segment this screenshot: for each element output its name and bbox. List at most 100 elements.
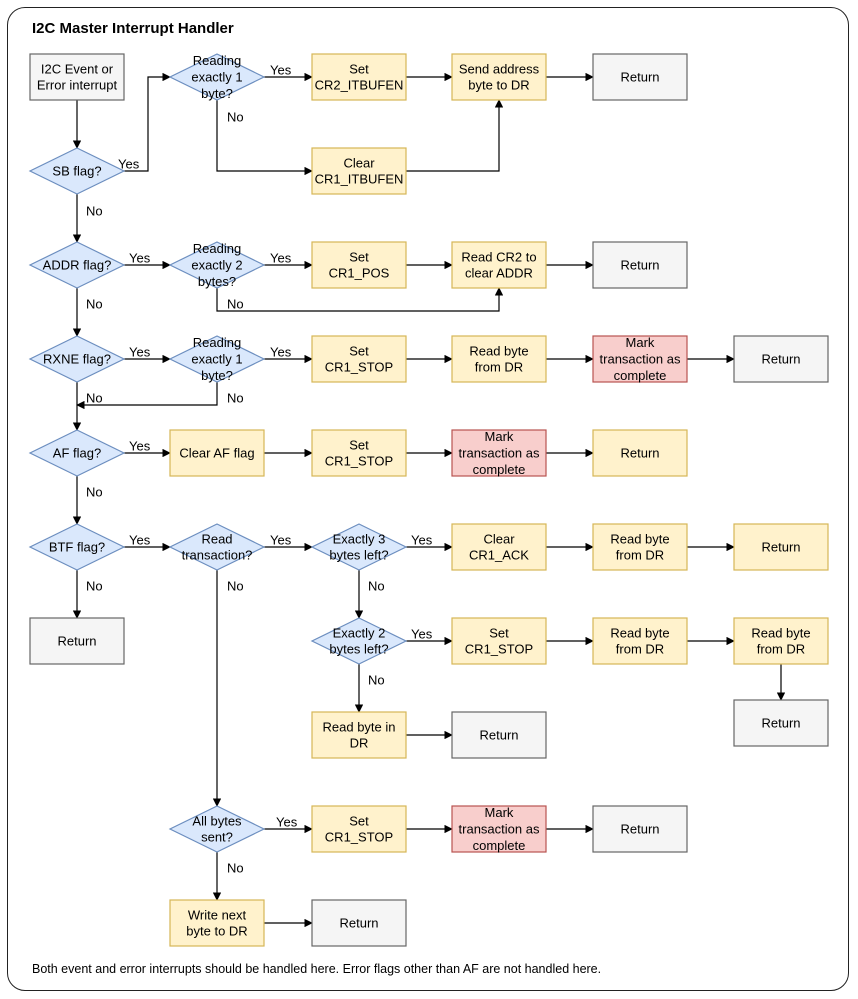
node-read_tx-label: Read: [201, 532, 232, 547]
node-ret8-shape: [451, 711, 547, 759]
node-write_next-label: byte to DR: [186, 924, 247, 939]
node-mark2-label: complete: [473, 462, 526, 477]
node-clr_ack-label: CR1_ACK: [469, 548, 529, 563]
node-set_stop1-label: CR1_STOP: [325, 360, 393, 375]
node-ret9-label: Return: [620, 822, 659, 837]
node-clr_itbufen-label: CR1_ITBUFEN: [315, 172, 404, 187]
node-ret6-shape: [29, 617, 125, 665]
node-ret10-shape: [311, 899, 407, 947]
node-sb-shape: [28, 147, 126, 195]
node-ex3-shape: [310, 523, 408, 571]
node-ret8: Return: [451, 711, 547, 759]
node-read_cr2-shape: [451, 241, 547, 289]
node-rxne-shape: [28, 335, 126, 383]
node-mark3-label: complete: [473, 838, 526, 853]
node-read_dr2-label: from DR: [616, 548, 664, 563]
node-r1-label: byte?: [201, 86, 233, 101]
edge-label-sb-addr: No: [86, 204, 103, 219]
edge-label-r1-clr: No: [227, 110, 244, 125]
node-addr: ADDR flag?: [28, 241, 126, 289]
node-read_dr4-shape: [733, 617, 829, 665]
node-ret1: Return: [592, 53, 688, 101]
edge-label-af-clr: Yes: [129, 439, 151, 454]
node-mark3-label: Mark: [485, 805, 514, 820]
node-r3-label: byte?: [201, 368, 233, 383]
node-write_next-shape: [169, 899, 265, 947]
node-all_sent-shape: [168, 805, 266, 853]
node-read_cr2-label: clear ADDR: [465, 266, 533, 281]
edge-label-btf-ret6: No: [86, 579, 103, 594]
edge-r3-af: [76, 382, 218, 410]
node-ret4: Return: [592, 429, 688, 477]
node-ex2-shape: [310, 617, 408, 665]
node-addr-shape: [28, 241, 126, 289]
node-ret5-label: Return: [761, 540, 800, 555]
node-ret2-shape: [592, 241, 688, 289]
node-read_in_dr-label: DR: [350, 736, 369, 751]
node-set_pos-shape: [311, 241, 407, 289]
node-ret1-shape: [592, 53, 688, 101]
node-ret9: Return: [592, 805, 688, 853]
node-clr_ack-label: Clear: [483, 532, 515, 547]
node-r1-label: Reading: [193, 53, 241, 68]
node-read_in_dr-label: Read byte in: [323, 720, 396, 735]
edge-label-readtx-ex3: Yes: [270, 533, 292, 548]
node-r1-label: exactly 1: [191, 70, 242, 85]
node-r2-label: exactly 2: [191, 258, 242, 273]
node-mark1-label: transaction as: [600, 352, 681, 367]
node-set_stop1-shape: [311, 335, 407, 383]
node-set_stop3-label: CR1_STOP: [465, 642, 533, 657]
node-read_tx-shape: [168, 523, 266, 571]
node-mark2-label: Mark: [485, 429, 514, 444]
edge-label-sb-r1: Yes: [118, 157, 140, 172]
edge-label-r3-stop: Yes: [270, 345, 292, 360]
edge-label-ex3-ex2: No: [368, 579, 385, 594]
node-rxne-label: RXNE flag?: [43, 352, 111, 367]
node-r1-shape: [168, 53, 266, 101]
node-mark1-label: Mark: [626, 335, 655, 350]
node-btf-label: BTF flag?: [49, 540, 105, 555]
node-ret7: Return: [733, 699, 829, 747]
node-set_stop2-shape: [311, 429, 407, 477]
node-set_stop2-label: Set: [349, 438, 369, 453]
node-r2-shape: [168, 241, 266, 289]
node-mark1-label: complete: [614, 368, 667, 383]
node-read_dr3-label: from DR: [616, 642, 664, 657]
node-all_sent-label: sent?: [201, 830, 233, 845]
edge-label-af-btf: No: [86, 485, 103, 500]
edge-label-rxne-r3: Yes: [129, 345, 151, 360]
node-read_dr4-label: from DR: [757, 642, 805, 657]
node-r3-shape: [168, 335, 266, 383]
node-mark1-shape: [592, 335, 688, 383]
node-ex3-label: Exactly 3: [333, 532, 386, 547]
node-af-shape: [28, 429, 126, 477]
node-clr_ack-shape: [451, 523, 547, 571]
node-set_stop1-label: Set: [349, 344, 369, 359]
node-set_stop2-label: CR1_STOP: [325, 454, 393, 469]
node-clr_af-shape: [169, 429, 265, 477]
node-start-label: I2C Event or: [41, 62, 114, 77]
node-ret3-label: Return: [761, 352, 800, 367]
node-af: AF flag?: [28, 429, 126, 477]
node-af-label: AF flag?: [53, 446, 101, 461]
node-read_cr2-label: Read CR2 to: [461, 250, 536, 265]
node-set_itbufen-label: CR2_ITBUFEN: [315, 78, 404, 93]
